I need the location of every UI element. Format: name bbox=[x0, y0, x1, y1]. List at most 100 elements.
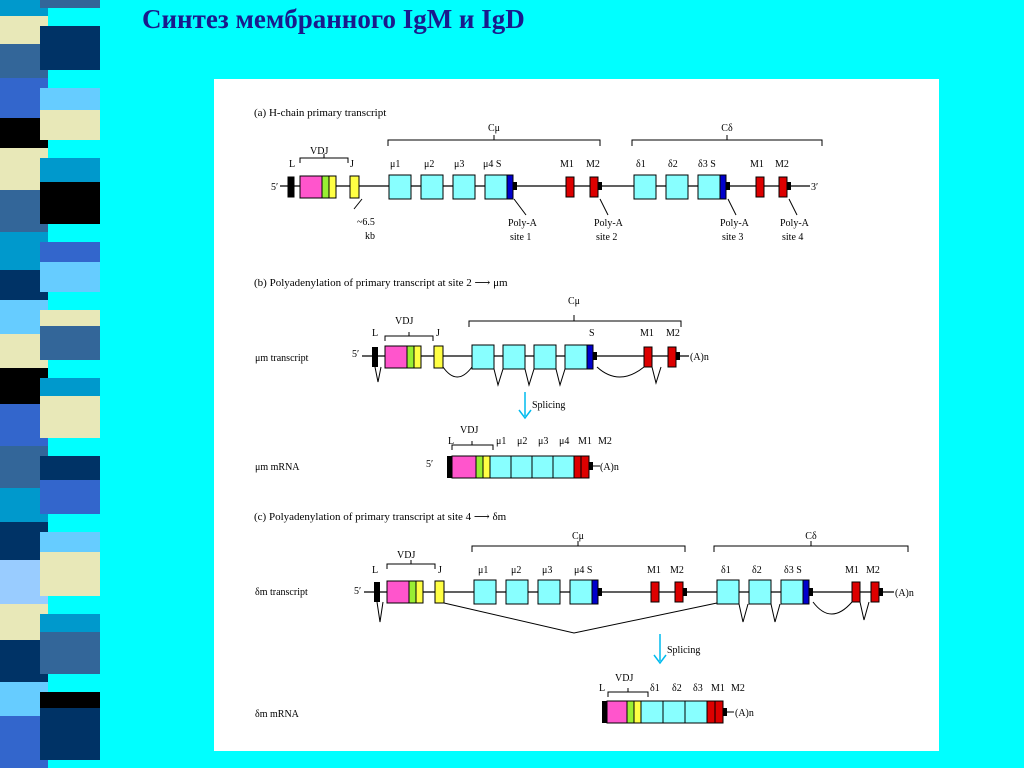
label-M2-c: M2 bbox=[670, 565, 684, 576]
polyA-label-2: Poly-A bbox=[594, 218, 624, 229]
label-d2-c: δ2 bbox=[752, 565, 762, 576]
polyA-tail-b: (A)n bbox=[690, 352, 709, 363]
leader-exon bbox=[287, 176, 295, 198]
brace-vdj-mrna-b bbox=[451, 441, 494, 450]
brace-cmu-c bbox=[471, 541, 686, 552]
label-J-b: J bbox=[436, 328, 440, 339]
mrna-M2-c: M2 bbox=[731, 683, 745, 694]
mrna-polyA-site-b bbox=[589, 462, 593, 470]
j-segment-b bbox=[433, 345, 444, 369]
mu4-exon-c bbox=[569, 579, 593, 605]
splicing-arrowhead-c bbox=[653, 654, 667, 665]
stripe-band bbox=[40, 632, 100, 674]
label-M2b-c: M2 bbox=[866, 565, 880, 576]
five-prime-b: 5′ bbox=[352, 349, 359, 360]
mrna-d-b bbox=[475, 455, 484, 479]
pointer-site1 bbox=[513, 198, 527, 216]
d2-exon-c bbox=[748, 579, 772, 605]
j-segment bbox=[349, 175, 360, 199]
d-exon-c bbox=[408, 580, 417, 604]
mrna-L-c: L bbox=[599, 683, 605, 694]
label-M1b-c: M1 bbox=[845, 565, 859, 576]
label-VDJ-c: VDJ bbox=[397, 550, 415, 561]
v-exon bbox=[299, 175, 323, 199]
pointer-site2 bbox=[599, 198, 609, 216]
mu3-exon-b bbox=[533, 344, 557, 370]
secreted-tail-b bbox=[586, 344, 594, 370]
label-mu4S-c: μ4 S bbox=[574, 565, 592, 576]
mrna-polyA-site-c bbox=[723, 708, 727, 716]
panel-c-heading: (c) Polyadenylation of primary transcrip… bbox=[254, 511, 507, 523]
brace-vdj-c bbox=[386, 560, 436, 569]
secreted-tail-delta-c bbox=[802, 579, 810, 605]
mu1-exon-c bbox=[473, 579, 497, 605]
d2-exon bbox=[665, 174, 689, 200]
polyA-site-1-c bbox=[598, 588, 602, 596]
j-segment-c bbox=[434, 580, 445, 604]
v-exon-c bbox=[386, 580, 410, 604]
splice-loop-b3 bbox=[493, 368, 504, 387]
mrna-M1-b: M1 bbox=[578, 436, 592, 447]
splice-loop-c6 bbox=[859, 601, 870, 621]
m2-exon-c bbox=[674, 581, 684, 603]
mrna-v-c bbox=[606, 700, 628, 724]
stripe-edge bbox=[100, 0, 120, 768]
mu4-exon bbox=[484, 174, 508, 200]
delta-mrna-label: δm mRNA bbox=[255, 709, 300, 720]
stripe-band bbox=[40, 110, 100, 140]
mrna-m1-exon-c bbox=[706, 700, 716, 724]
cmu-label: Cμ bbox=[488, 123, 500, 134]
brace-cdelta bbox=[631, 135, 823, 146]
mu3-exon bbox=[452, 174, 476, 200]
label-mu2: μ2 bbox=[424, 159, 434, 170]
d-exon bbox=[321, 175, 330, 199]
j-exon bbox=[328, 175, 337, 199]
mrna-d-c bbox=[626, 700, 635, 724]
stripe-band bbox=[40, 326, 100, 360]
label-J-c: J bbox=[438, 565, 442, 576]
label-L: L bbox=[289, 159, 295, 170]
brace-cmu-b bbox=[468, 315, 682, 327]
j-exon-c bbox=[415, 580, 424, 604]
mrna-five-prime-b: 5′ bbox=[426, 459, 433, 470]
mrna-L-b: L bbox=[448, 436, 454, 447]
label-d1: δ1 bbox=[636, 159, 646, 170]
secreted-tail-delta bbox=[719, 174, 727, 200]
m1b-exon-c bbox=[851, 581, 861, 603]
splicing-arrowhead-b bbox=[518, 409, 532, 420]
mrna-d3-exon-c bbox=[684, 700, 708, 724]
mrna-mu1-b: μ1 bbox=[496, 436, 506, 447]
mrna-d1-c: δ1 bbox=[650, 683, 660, 694]
splice-loop-b5 bbox=[555, 368, 566, 387]
immunoglobulin-splicing-diagram: (a) H-chain primary transcript Cμ Cδ L V… bbox=[254, 107, 914, 724]
mu-mrna-label: μm mRNA bbox=[255, 462, 300, 473]
label-M1b: M1 bbox=[750, 159, 764, 170]
mu4-exon-b bbox=[564, 344, 588, 370]
site2-label: site 2 bbox=[596, 232, 617, 243]
mrna-VDJ-b: VDJ bbox=[460, 425, 478, 436]
label-L-b: L bbox=[372, 328, 378, 339]
panel-a: (a) H-chain primary transcript Cμ Cδ L V… bbox=[254, 107, 823, 243]
mu2-exon-c bbox=[505, 579, 529, 605]
polyA-site-4 bbox=[787, 182, 791, 190]
cdelta-label: Cδ bbox=[721, 123, 733, 134]
mrna-tail-b: (A)n bbox=[600, 462, 619, 473]
m1-exon-c bbox=[650, 581, 660, 603]
splicing-label-b: Splicing bbox=[532, 400, 565, 411]
m2-exon bbox=[589, 176, 599, 198]
slide-title: Синтез мембранного IgM и IgD bbox=[142, 4, 525, 34]
m1-exon-b bbox=[643, 346, 653, 368]
splice-loop-b7 bbox=[651, 366, 662, 385]
mrna-d2-exon-c bbox=[662, 700, 686, 724]
mrna-mu4-b: μ4 bbox=[559, 436, 569, 447]
label-VDJ-b: VDJ bbox=[395, 316, 413, 327]
five-prime-c: 5′ bbox=[354, 586, 361, 597]
j-exon-b bbox=[413, 345, 422, 369]
panel-a-heading: (a) H-chain primary transcript bbox=[254, 107, 386, 119]
splice-loop-b2 bbox=[442, 366, 473, 378]
mrna-d2-c: δ2 bbox=[672, 683, 682, 694]
splicing-label-c: Splicing bbox=[667, 645, 700, 656]
d3-exon bbox=[697, 174, 721, 200]
mrna-leader-b bbox=[447, 456, 452, 478]
mrna-mu4-exon-b bbox=[552, 455, 575, 479]
